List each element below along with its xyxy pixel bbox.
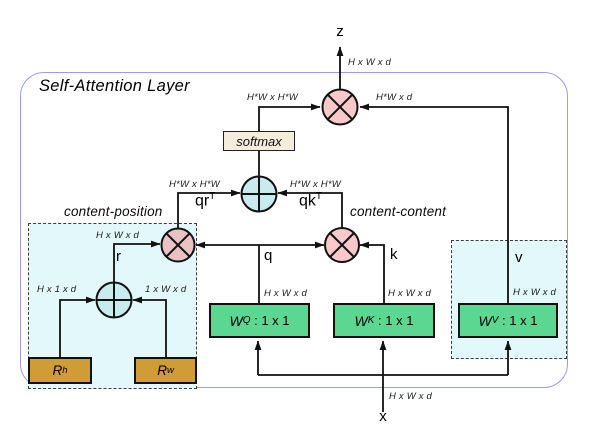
dim-attention-map: H*W x H*W (247, 92, 298, 103)
dim-x-input: H x W x d (389, 391, 432, 402)
k-wire (359, 241, 385, 303)
qr-wire (177, 189, 241, 228)
content-content-multiply-node (324, 227, 360, 263)
wv-kernel: : 1 x 1 (498, 313, 538, 328)
wv-subscript: V (491, 315, 499, 326)
output-multiply-node (321, 88, 359, 126)
softmax-to-multiply-wire (258, 103, 321, 131)
dim-k: H x W x d (388, 288, 431, 299)
x-label: x (379, 408, 387, 425)
content-position-region-label: content-position (64, 204, 163, 219)
wk-kernel: : 1 x 1 (374, 313, 414, 328)
k-label: k (390, 246, 398, 263)
rh-symbol: R (52, 363, 63, 378)
rh-subscript: h (62, 365, 68, 376)
wq-subscript: Q (242, 315, 251, 326)
value-region (451, 240, 567, 359)
q-label: q (264, 247, 273, 264)
wq-symbol: W (229, 312, 243, 329)
dim-value-flat: H*W x d (376, 92, 413, 103)
qk-transpose-label: qkT (299, 191, 323, 210)
qr-transpose-label: qrT (195, 191, 216, 210)
layer-title: Self-Attention Layer (39, 77, 190, 95)
r-label: r (116, 248, 121, 265)
dim-z-output: H x W x d (348, 57, 391, 68)
softmax-box: softmax (223, 131, 295, 151)
dim-r: H x W x d (96, 230, 139, 241)
v-wire (359, 103, 509, 303)
wv-symbol: W (478, 312, 492, 329)
dim-q: H x W x d (264, 288, 307, 299)
self-attention-layer-frame (20, 72, 568, 388)
rw-subscript: w (166, 365, 174, 376)
r-wire (113, 240, 161, 282)
rw-symbol: R (157, 363, 167, 378)
wq-kernel: : 1 x 1 (250, 313, 290, 328)
dim-rw: 1 x W x d (145, 284, 187, 295)
wk-subscript: K (367, 315, 375, 326)
v-label: v (515, 249, 523, 266)
qk-wire (277, 189, 343, 228)
content-content-region-label: content-content (350, 204, 447, 219)
position-add-node (95, 281, 133, 319)
dim-qk: H*W x H*W (290, 179, 341, 190)
wk-symbol: W (354, 312, 368, 329)
attention-add-node (240, 175, 278, 213)
content-position-multiply-node (160, 227, 196, 263)
dim-v: H x W x d (513, 287, 556, 298)
z-label: z (336, 23, 344, 40)
dim-rh: H x 1 x d (37, 284, 77, 295)
rw-wire (132, 296, 167, 357)
rh-wire (59, 296, 96, 357)
dim-qr: H*W x H*W (169, 179, 220, 190)
